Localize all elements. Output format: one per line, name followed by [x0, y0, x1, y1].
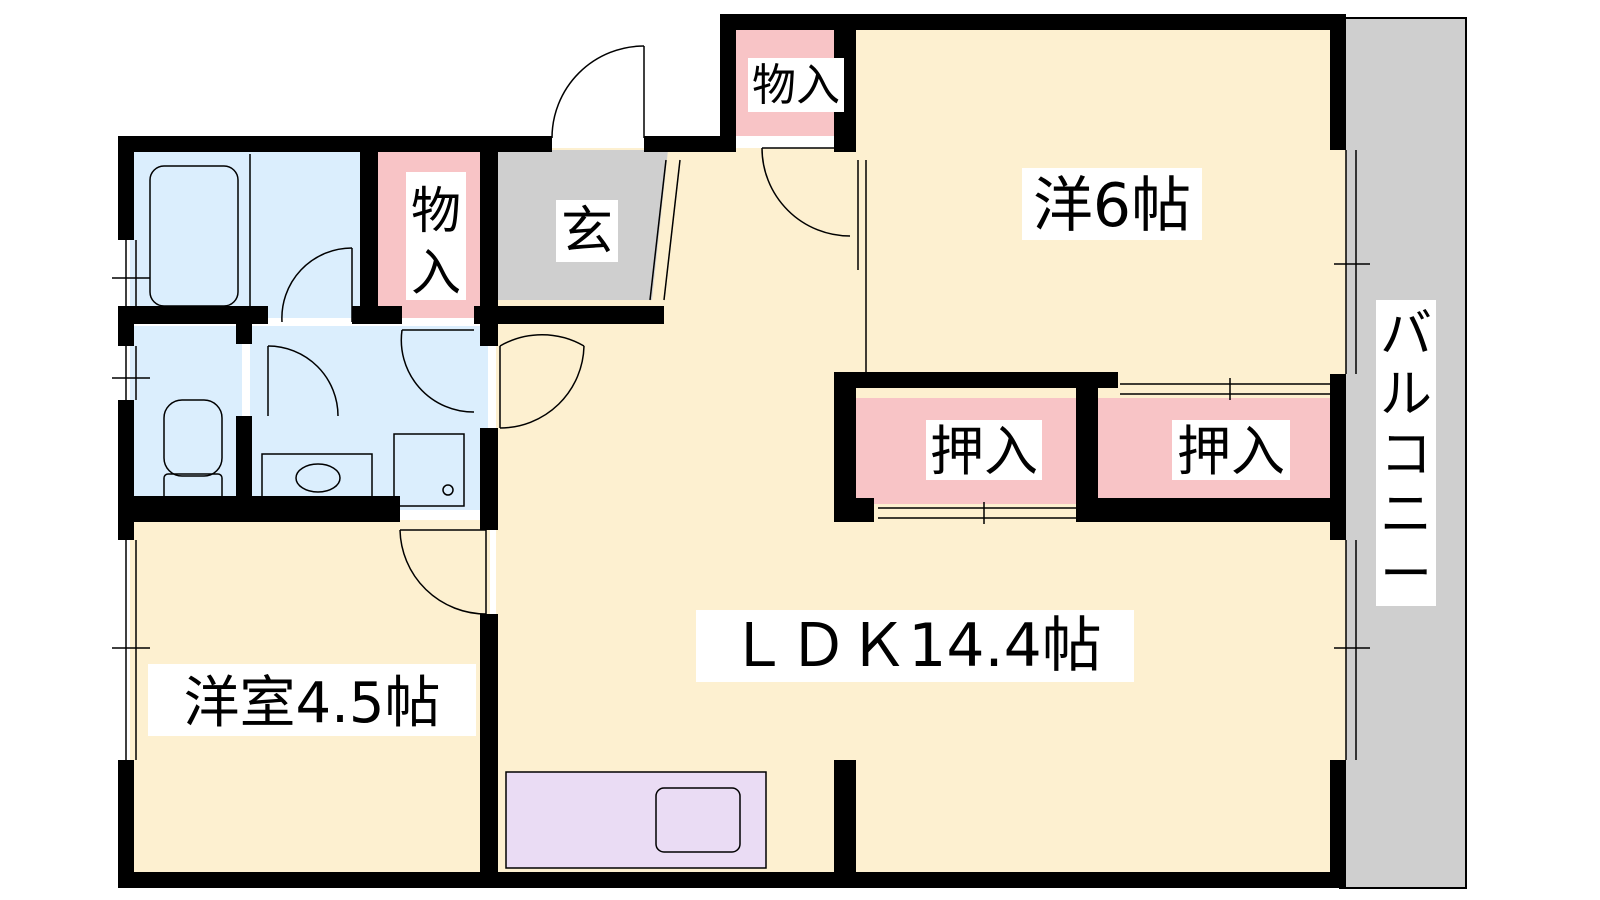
toilet-tank: [163, 399, 223, 477]
western-6-label-bg: [1022, 168, 1202, 240]
oshiire-right-label: 押入: [1177, 420, 1285, 483]
entrance-label: 玄: [561, 202, 613, 262]
balcony-label-2: ル: [1380, 365, 1432, 425]
washing-machine: [393, 433, 465, 507]
walls: [118, 14, 1346, 888]
storage-vertical-label-1: 物: [411, 182, 461, 240]
doors: [267, 45, 851, 615]
western-6-label: 洋6帖: [1033, 171, 1191, 241]
ldk-label: ＬＤＫ14.4帖: [728, 611, 1102, 681]
windows: [112, 150, 1370, 760]
storage-vertical-label-bg: [406, 172, 466, 300]
balcony-label-3: コ: [1380, 425, 1432, 485]
western-45-label: 洋室4.5帖: [183, 671, 440, 736]
bathroom-floor: [130, 148, 368, 318]
washroom-floor: [250, 326, 488, 510]
kitchen-sink: [655, 787, 741, 853]
vanity-sink: [295, 463, 341, 493]
balcony-label-bg: [1376, 300, 1436, 606]
oshiire-left-label: 押入: [930, 420, 1038, 483]
western-45-label-bg: [148, 664, 476, 736]
kitchen-counter: [505, 771, 767, 869]
entrance-label-bg: [556, 200, 618, 262]
ldk-label-bg: [696, 610, 1134, 682]
balcony-label-1: バ: [1380, 305, 1432, 365]
storage-top-label-bg: [748, 58, 844, 112]
balcony-label-5: ー: [1380, 545, 1432, 605]
storage-top-label: 物入: [752, 60, 840, 111]
washing-machine-drain: [442, 484, 454, 496]
storage-vertical-label-2: 入: [411, 244, 461, 302]
toilet-floor: [130, 326, 242, 510]
oshiire-left-label-bg: [926, 420, 1042, 480]
oshiire-right-label-bg: [1172, 420, 1290, 480]
balcony-label-4: ニ: [1380, 485, 1432, 545]
